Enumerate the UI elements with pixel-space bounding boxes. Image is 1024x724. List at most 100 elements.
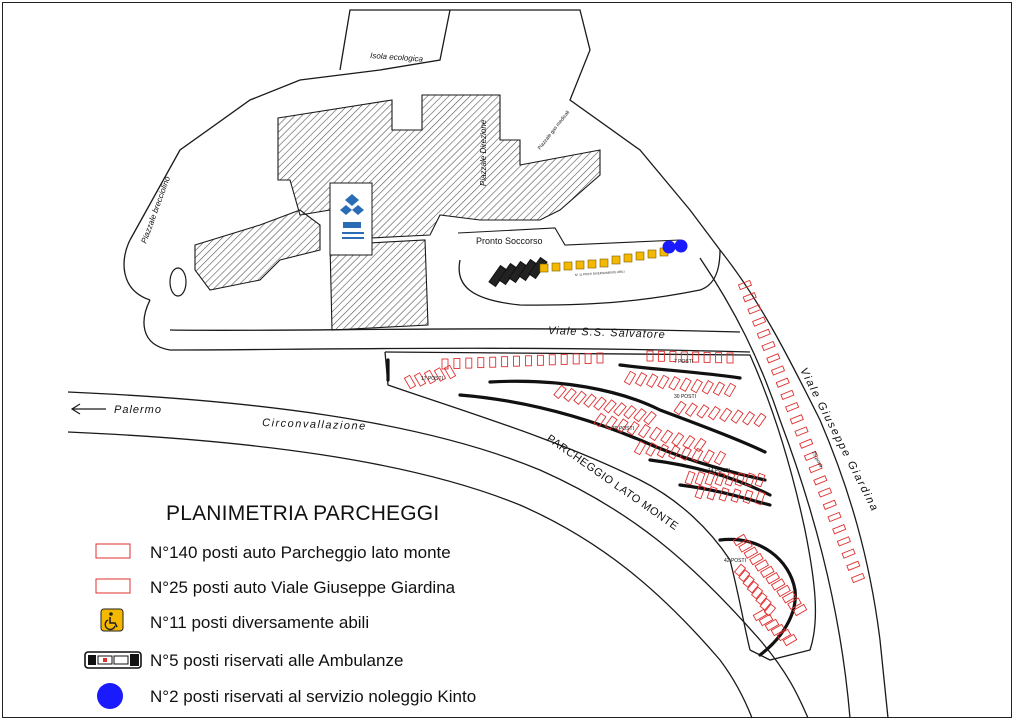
parking-stall xyxy=(781,591,797,604)
parking-stall xyxy=(443,364,457,380)
parking-stall xyxy=(799,438,814,449)
label-piazzale-gas: Piazzale gas medicali xyxy=(537,110,571,152)
parking-stall-icon xyxy=(95,578,131,594)
hospital-buildings xyxy=(194,94,601,331)
parking-stall xyxy=(761,340,776,352)
legend-item-ambulance: N°5 posti riservati alle Ambulanze xyxy=(84,646,554,676)
parking-stall xyxy=(668,375,681,391)
parking-stall xyxy=(403,374,417,390)
legend-text: posti auto Parcheggio lato monte xyxy=(197,543,451,562)
parking-stall xyxy=(613,402,627,417)
parking-stall xyxy=(684,470,696,486)
parking-stall xyxy=(724,471,736,487)
label-posti-14: 14 POSTI xyxy=(708,468,730,474)
parking-stall xyxy=(713,450,727,466)
parking-stall xyxy=(637,423,651,439)
label-piazzale-direzione: Piazzale Direzione xyxy=(479,119,488,186)
parking-stall xyxy=(742,292,757,303)
legend-count: N°25 xyxy=(150,578,188,597)
parking-stall xyxy=(850,572,866,584)
ambulance-icon xyxy=(84,651,142,669)
parking-stall xyxy=(817,487,833,498)
label-isola-ecologica: Isola ecologica xyxy=(370,51,424,64)
parking-stall xyxy=(841,548,856,559)
parking-stall xyxy=(513,355,520,367)
parking-stall xyxy=(794,426,809,437)
viale-giardina-road xyxy=(699,249,889,719)
legend-count: N°5 xyxy=(150,651,179,670)
parking-stall xyxy=(696,404,710,419)
parking-stall xyxy=(563,387,577,403)
parking-stall xyxy=(746,580,760,594)
legend-count: N°2 xyxy=(150,687,179,706)
parking-stall xyxy=(765,571,781,585)
parking-stall xyxy=(583,393,597,408)
parking-stall xyxy=(742,575,755,588)
label-posti-17: 17 POSTI xyxy=(421,376,443,382)
label-posti-7: 7 POSTI xyxy=(674,359,693,365)
parking-stall xyxy=(572,353,580,365)
label-posti-42: 42 POSTI xyxy=(724,558,746,564)
stalls-viale-giardina xyxy=(737,279,866,584)
parking-stall xyxy=(623,405,637,420)
parking-stall xyxy=(671,432,685,447)
parking-stall-icon xyxy=(95,543,131,559)
parking-stall xyxy=(673,400,687,416)
label-pronto-soccorso: Pronto Soccorso xyxy=(476,236,543,246)
legend-text: posti auto Viale Giuseppe Giardina xyxy=(187,578,456,597)
parking-stall xyxy=(646,350,654,362)
legend-title: PLANIMETRIA PARCHEGGI xyxy=(166,502,440,525)
parking-stall xyxy=(690,447,704,463)
legend-item-lato-monte: N°140 posti auto Parcheggio lato monte xyxy=(84,538,554,568)
parking-stall xyxy=(744,472,756,487)
roundabout xyxy=(169,267,187,297)
parking-stall xyxy=(660,429,674,444)
parking-stall xyxy=(702,449,715,464)
parking-stall xyxy=(649,426,663,442)
parking-stall xyxy=(433,367,447,382)
parking-stall xyxy=(752,316,767,327)
parking-stall xyxy=(413,372,427,387)
parking-stall xyxy=(730,488,742,503)
parking-stall xyxy=(742,411,756,426)
label-circonvallazione: Circonvallazione xyxy=(262,417,367,433)
legend-item-giardina: N°25 posti auto Viale Giuseppe Giardina xyxy=(84,573,554,603)
parking-stall xyxy=(750,586,764,600)
parking-stall xyxy=(657,350,665,362)
label-posti-30b: 30 POSTI xyxy=(612,426,634,432)
parking-stall xyxy=(737,279,753,291)
parking-stall xyxy=(754,559,770,572)
kinto-spots xyxy=(662,239,688,254)
parking-stall xyxy=(707,405,721,421)
parking-stall xyxy=(732,533,748,547)
parking-stall xyxy=(712,381,726,397)
parking-stall xyxy=(808,462,823,474)
parking-stall xyxy=(789,414,804,425)
parking-stall xyxy=(836,536,851,547)
parking-stall xyxy=(782,633,798,647)
parking-stall xyxy=(758,613,774,627)
parking-stall xyxy=(603,399,617,414)
disabled-stalls xyxy=(539,247,669,273)
label-palermo: Palermo xyxy=(114,404,162,416)
pronto-soccorso-area xyxy=(457,227,681,246)
blue-circle-icon xyxy=(97,683,123,709)
label-viale-giardina: Viale Giuseppe Giardina xyxy=(797,366,881,514)
legend-text: posti riservati alle Ambulanze xyxy=(178,651,404,670)
parking-stall xyxy=(759,597,772,611)
parking-stall xyxy=(827,511,842,523)
parking-stall xyxy=(822,499,837,510)
hospital-outline xyxy=(123,9,721,301)
parking-stall xyxy=(704,471,716,486)
parking-stall xyxy=(775,377,790,388)
parking-stall xyxy=(776,628,792,642)
label-viale-giardina-posti: 25 posti xyxy=(810,450,823,468)
arrow-left-icon xyxy=(70,403,106,415)
parking-stall xyxy=(669,351,677,363)
parking-stall xyxy=(730,409,744,424)
parking-stall xyxy=(692,351,700,363)
label-piazzale-brecciolino: Piazzale brecciolino xyxy=(139,175,172,245)
viale-ss-salvatore-road xyxy=(143,249,751,353)
legend-item-disabled: N°11 posti diversamente abili xyxy=(84,608,554,638)
